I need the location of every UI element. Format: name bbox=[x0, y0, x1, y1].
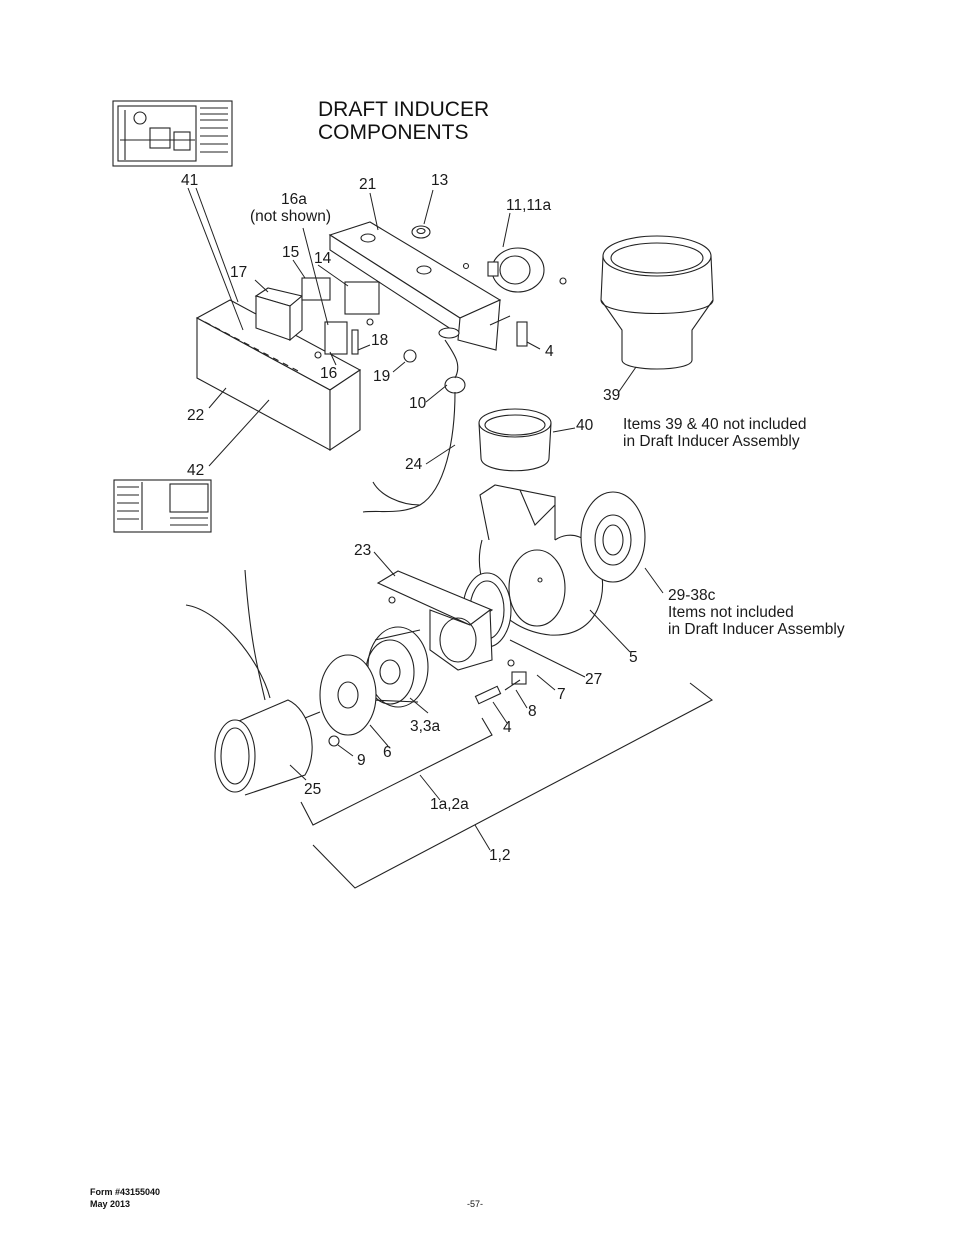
wiring-diagram-label bbox=[112, 100, 233, 167]
callout-13: 13 bbox=[431, 172, 449, 189]
callout-39: 39 bbox=[603, 387, 621, 404]
assembly-brackets bbox=[300, 682, 714, 889]
motor-plate bbox=[319, 654, 377, 736]
page-number: -57- bbox=[467, 1199, 484, 1209]
callout-18: 18 bbox=[371, 332, 389, 349]
callout-1-2: 1,2 bbox=[489, 847, 511, 864]
callout-19: 19 bbox=[373, 368, 391, 385]
callout-8: 8 bbox=[528, 703, 537, 720]
note-items-29-38-line1: Items not included bbox=[668, 604, 794, 621]
tubing bbox=[516, 321, 528, 347]
callout-25: 25 bbox=[304, 781, 322, 798]
note-items-39-40-line2: in Draft Inducer Assembly bbox=[623, 433, 800, 450]
callout-5: 5 bbox=[629, 649, 638, 666]
transition-ring bbox=[478, 408, 552, 472]
callout-29-38c: 29-38c bbox=[668, 587, 716, 604]
motor-mount bbox=[376, 570, 494, 671]
callout-10: 10 bbox=[409, 395, 427, 412]
callout-27: 27 bbox=[585, 671, 603, 688]
outlet-collar bbox=[600, 235, 714, 370]
relay-components bbox=[301, 277, 380, 359]
warning-label bbox=[113, 479, 212, 533]
callout-14: 14 bbox=[314, 250, 332, 267]
title-line-1: DRAFT INDUCER bbox=[318, 98, 490, 121]
small-hardware bbox=[474, 659, 527, 705]
callout-16a-note: (not shown) bbox=[250, 208, 331, 225]
callout-16: 16 bbox=[320, 365, 338, 382]
callout-21: 21 bbox=[359, 176, 377, 193]
callout-6: 6 bbox=[383, 744, 392, 761]
footer-date: May 2013 bbox=[90, 1199, 131, 1209]
callout-1a-2a: 1a,2a bbox=[430, 796, 469, 813]
note-items-39-40: Items 39 & 40 not included in Draft Indu… bbox=[623, 416, 807, 450]
grommet bbox=[411, 225, 431, 239]
callout-22: 22 bbox=[187, 407, 205, 424]
callout-24: 24 bbox=[405, 456, 423, 473]
callout-3-3a: 3,3a bbox=[410, 718, 441, 735]
callout-41: 41 bbox=[181, 172, 199, 189]
callout-7: 7 bbox=[557, 686, 566, 703]
footer-form: Form #43155040 bbox=[90, 1187, 161, 1197]
callout-23: 23 bbox=[354, 542, 372, 559]
wire-harness bbox=[362, 327, 466, 513]
callout-11-11a: 11,11a bbox=[506, 197, 552, 214]
callout-42: 42 bbox=[187, 462, 205, 479]
page-title: DRAFT INDUCER COMPONENTS bbox=[318, 98, 489, 144]
pressure-switch bbox=[487, 247, 567, 326]
control-box bbox=[195, 299, 362, 452]
callout-4-spacer: 4 bbox=[503, 719, 512, 736]
leader-lines bbox=[187, 187, 664, 851]
callout-4-tube: 4 bbox=[545, 343, 554, 360]
note-items-29-38-line2: in Draft Inducer Assembly bbox=[668, 621, 845, 638]
callout-16a: 16a bbox=[281, 191, 307, 208]
callout-15: 15 bbox=[282, 244, 300, 261]
note-items-29-38: Items not included in Draft Inducer Asse… bbox=[668, 604, 845, 638]
title-line-2: COMPONENTS bbox=[318, 121, 469, 144]
callout-40: 40 bbox=[576, 417, 594, 434]
note-items-39-40-line1: Items 39 & 40 not included bbox=[623, 416, 807, 433]
mounting-bracket bbox=[328, 221, 502, 351]
callout-17: 17 bbox=[230, 264, 248, 281]
outlet-flange bbox=[580, 491, 646, 583]
motor bbox=[185, 569, 340, 796]
callout-9: 9 bbox=[357, 752, 366, 769]
